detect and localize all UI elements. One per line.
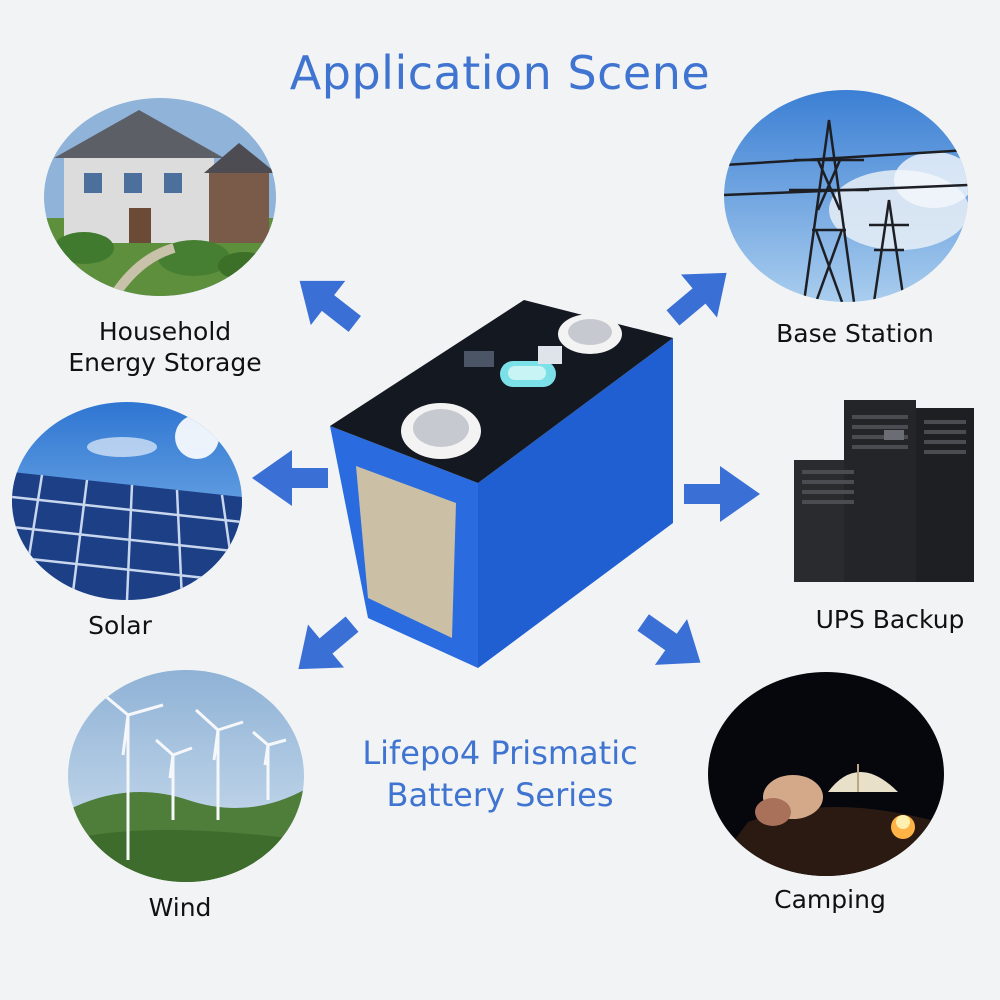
arrow-solar — [248, 448, 332, 508]
product-caption-line2: Battery Series — [386, 776, 614, 814]
product-caption: Lifepo4 Prismatic Battery Series — [330, 732, 670, 816]
solar-label: Solar — [88, 611, 152, 640]
product-caption-line1: Lifepo4 Prismatic — [362, 734, 638, 772]
camping-image — [708, 672, 944, 876]
household-label: Household Energy Storage — [68, 317, 262, 377]
arrow-wind — [286, 608, 366, 684]
ups-label: UPS Backup — [815, 605, 965, 634]
base-station-label: Base Station — [776, 319, 934, 348]
battery-image — [328, 298, 680, 670]
arrow-ups — [680, 464, 764, 524]
arrow-base-station — [658, 258, 740, 334]
arrow-household — [287, 268, 369, 338]
ups-image — [784, 400, 980, 588]
page-title: Application Scene — [289, 46, 711, 100]
wind-image — [68, 670, 304, 882]
household-image — [44, 98, 276, 296]
base-station-image — [724, 90, 968, 302]
solar-image — [12, 402, 242, 600]
wind-label: Wind — [148, 893, 212, 922]
arrow-camping — [630, 606, 712, 678]
camping-label: Camping — [774, 885, 886, 914]
